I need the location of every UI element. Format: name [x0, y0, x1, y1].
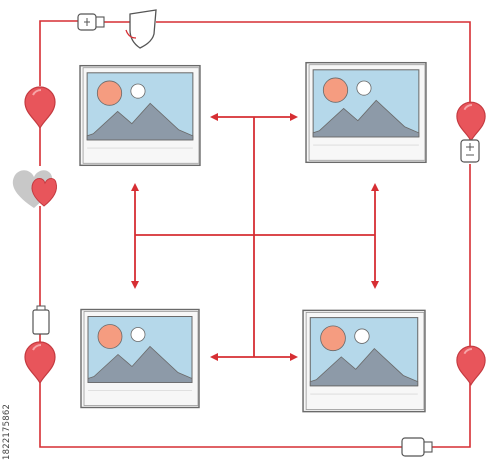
- photo-frame-bottom-right: [302, 309, 426, 413]
- image-id-text: 1822175862: [2, 403, 12, 460]
- location-pin-icon: [455, 101, 487, 142]
- usb-plug-icon: [401, 437, 433, 457]
- connector-network: [135, 117, 375, 357]
- battery-icon: [32, 305, 50, 335]
- location-pin-icon: [455, 345, 487, 386]
- location-pin-icon: [24, 86, 56, 129]
- usb-plug-icon: [77, 13, 105, 31]
- shield-icon: [125, 9, 157, 49]
- photo-frame-top-left: [79, 64, 201, 167]
- usb-plug-icon: [460, 139, 480, 163]
- location-pin-icon: [24, 341, 56, 384]
- heart-icon: [12, 170, 57, 208]
- photo-frame-bottom-left: [80, 308, 200, 409]
- border-circuit: [39, 20, 471, 448]
- photo-frame-top-right: [305, 61, 427, 164]
